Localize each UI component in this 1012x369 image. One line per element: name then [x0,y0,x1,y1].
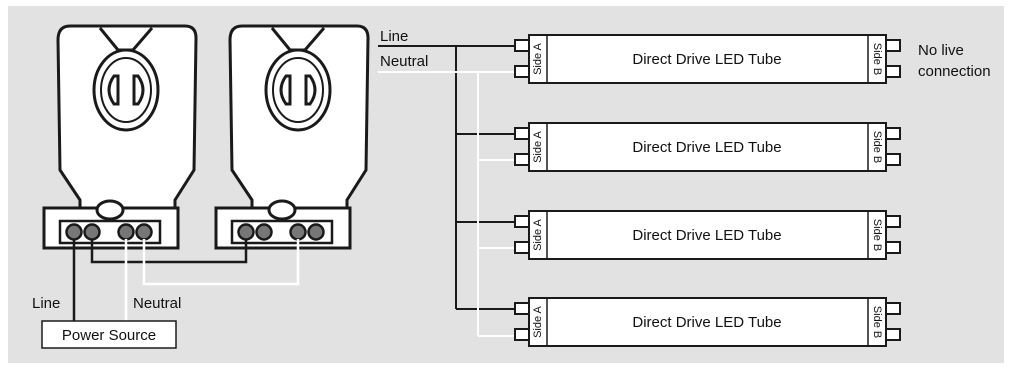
side-a-label: Side A [532,218,544,250]
left-neutral-wire [124,239,300,322]
right-neutral-label: Neutral [380,53,428,70]
tube-pin-a-top [514,39,530,52]
tube-pin-b-top [885,215,901,228]
side-b-label: Side B [871,43,883,75]
power-source-box [41,320,177,349]
side-a-label: Side A [532,305,544,337]
tube-label: Direct Drive LED Tube [632,227,781,244]
tube-pin-b-bottom [885,241,901,254]
pin-terminal [237,223,255,241]
lampholder-socket-right [214,24,370,250]
tube-pin-a-top [514,302,530,315]
tube-pin-a-top [514,215,530,228]
left-neutral-label: Neutral [133,295,181,312]
tube-pin-b-top [885,302,901,315]
tube-pin-b-bottom [885,153,901,166]
side-a-label: Side A [532,130,544,162]
side-b-label: Side B [871,131,883,163]
tube-label: Direct Drive LED Tube [632,51,781,68]
tube-body [528,122,887,172]
power-source-label: Power Source [62,327,156,344]
no-live-label-line1: No live [918,42,964,59]
pin-terminal [289,223,307,241]
led-tube: Direct Drive LED Tube Side A Side B [514,122,901,172]
led-tube: Direct Drive LED Tube Side A Side B [514,210,901,260]
tube-pin-a-bottom [514,153,530,166]
tube-label: Direct Drive LED Tube [632,139,781,156]
tube-body [528,210,887,260]
left-line-label: Line [32,295,60,312]
left-line-wire [72,239,248,322]
tube-pin-b-bottom [885,65,901,78]
lampholder-socket-left [42,24,198,250]
tube-pin-a-bottom [514,241,530,254]
side-a-label: Side A [532,42,544,74]
tube-pin-a-bottom [514,328,530,341]
right-neutral-bus [378,71,515,337]
tube-pin-b-top [885,127,901,140]
tube-pin-a-bottom [514,65,530,78]
pin-terminal [65,223,83,241]
pin-terminal [117,223,135,241]
led-tube: Direct Drive LED Tube Side A Side B [514,297,901,347]
pin-terminal [255,223,273,241]
led-tube: Direct Drive LED Tube Side A Side B [514,34,901,84]
no-live-label-line2: connection [918,63,991,80]
side-b-label: Side B [871,219,883,251]
tube-pin-b-bottom [885,328,901,341]
tube-body [528,297,887,347]
tube-pin-b-top [885,39,901,52]
tube-label: Direct Drive LED Tube [632,314,781,331]
pin-terminal [135,223,153,241]
right-line-label: Line [380,28,408,45]
pin-terminal [83,223,101,241]
pin-terminal [307,223,325,241]
side-b-label: Side B [871,306,883,338]
tube-pin-a-top [514,127,530,140]
tube-body [528,34,887,84]
right-line-bus [378,45,515,310]
